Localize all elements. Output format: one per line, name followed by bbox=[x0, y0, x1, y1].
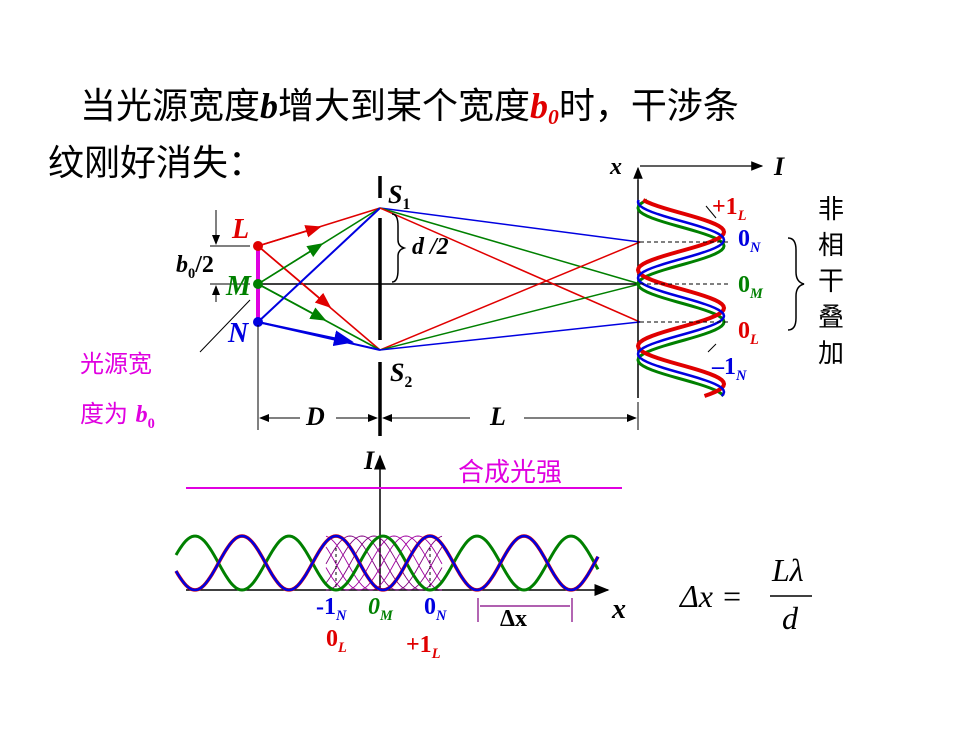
label-0-L: 0L bbox=[738, 318, 759, 348]
formula-denominator: d bbox=[782, 600, 798, 636]
bottom-curve-M bbox=[174, 534, 600, 592]
label-d-half: d /2 bbox=[412, 234, 449, 260]
bottom-label-0M: 0M bbox=[368, 594, 393, 624]
faint-curve bbox=[326, 535, 443, 591]
label-b0-half: b0/2 bbox=[176, 252, 214, 282]
heading-text-c: 时，干涉条 bbox=[558, 86, 739, 127]
formula-lhs: Δx = bbox=[680, 578, 743, 614]
faint-curve bbox=[325, 535, 443, 591]
var-b: b bbox=[260, 86, 279, 126]
rays-M bbox=[257, 207, 381, 351]
label-D: D bbox=[306, 402, 325, 431]
label-L: L bbox=[232, 214, 250, 245]
label-dist-L: L bbox=[490, 402, 506, 431]
faint-curve bbox=[325, 535, 443, 591]
intensity-curve-N bbox=[636, 199, 726, 397]
delta-x-marker bbox=[477, 598, 573, 622]
label-screen-I: I bbox=[774, 152, 785, 181]
bottom-label-dx: Δx bbox=[500, 606, 528, 632]
bottom-label-x: x bbox=[612, 594, 626, 625]
bottom-curve-N bbox=[174, 534, 600, 592]
rays-N bbox=[257, 207, 381, 351]
heading-line-1: 当光源宽度b增大到某个宽度b0时，干涉条 bbox=[48, 84, 739, 139]
label-S2: S2 bbox=[390, 358, 413, 391]
bottom-title: 合成光强 bbox=[458, 458, 563, 488]
source-N-dot bbox=[253, 317, 263, 327]
source-note-line2: 度为 b0 bbox=[80, 400, 155, 432]
heading-line-2: 纹刚好消失： bbox=[48, 143, 265, 184]
rays-screen bbox=[379, 207, 641, 351]
leader-minus1 bbox=[707, 343, 717, 353]
bottom-dashed-markers bbox=[335, 548, 431, 590]
b0-dimension bbox=[199, 210, 251, 353]
intensity-curve-L bbox=[635, 198, 727, 398]
intensity-curve-M bbox=[636, 198, 726, 397]
distance-dimensions bbox=[257, 325, 639, 430]
label-M: M bbox=[226, 271, 251, 302]
label-0-N: 0N bbox=[738, 226, 761, 256]
faint-curve bbox=[325, 535, 443, 591]
label-minus1-N: –1N bbox=[712, 354, 747, 384]
faint-curve bbox=[325, 535, 442, 591]
rays-L bbox=[257, 207, 381, 351]
bottom-label-p1L: +1L bbox=[406, 632, 441, 662]
var-b0: b0 bbox=[530, 86, 559, 129]
formula-numerator: Lλ bbox=[772, 552, 804, 588]
d-half-brace bbox=[391, 213, 407, 283]
label-S1: S1 bbox=[388, 180, 411, 213]
label-plus1-L: +1L bbox=[712, 194, 747, 224]
leader-plus1 bbox=[705, 205, 717, 219]
source-M-dot bbox=[253, 279, 263, 289]
side-note-incoherent: 非 相 干 叠 加 bbox=[817, 195, 844, 369]
screen-dashed-markers bbox=[640, 241, 728, 323]
bottom-label-m1N: -1N bbox=[316, 594, 347, 624]
source-L-dot bbox=[253, 241, 263, 251]
faint-intermediate-curves bbox=[325, 535, 443, 591]
bottom-label-0L: 0L bbox=[326, 626, 347, 656]
bottom-label-I: I bbox=[364, 446, 375, 475]
label-0-M: 0M bbox=[738, 272, 763, 302]
heading-text-a: 当光源宽度 bbox=[80, 86, 261, 127]
source-note-line1: 光源宽 bbox=[80, 350, 152, 378]
label-screen-x: x bbox=[610, 154, 622, 180]
bottom-label-0N: 0N bbox=[424, 594, 447, 624]
incoherent-brace bbox=[787, 237, 805, 331]
faint-curve bbox=[325, 535, 443, 591]
heading-text-b: 增大到某个宽度 bbox=[278, 86, 531, 127]
label-N: N bbox=[228, 318, 249, 349]
